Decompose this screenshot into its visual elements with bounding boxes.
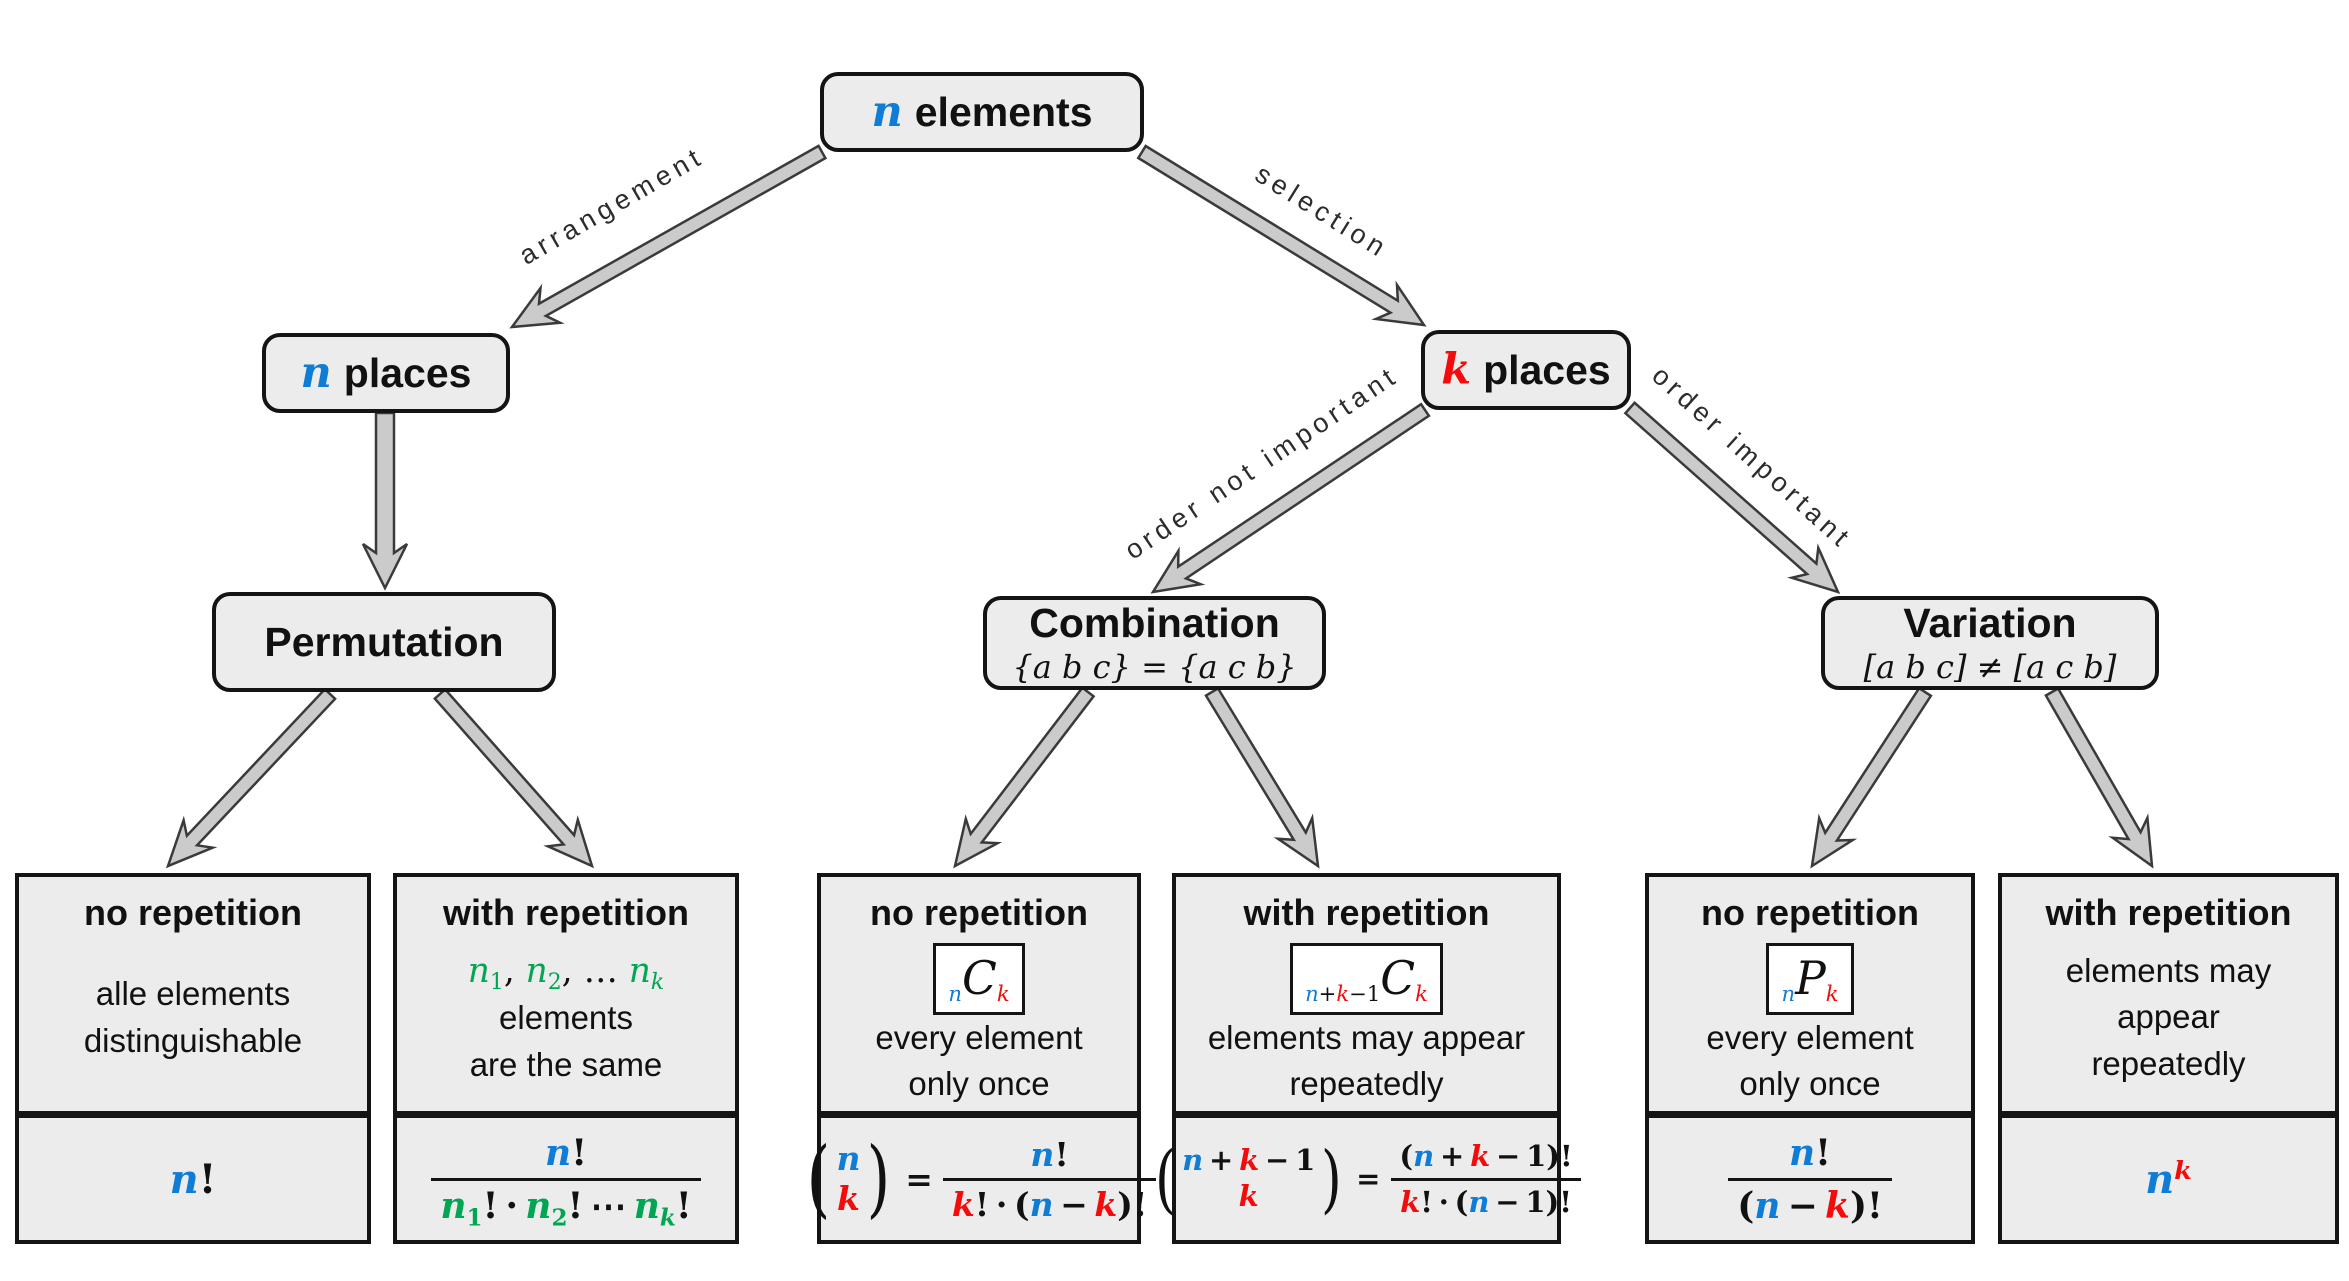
formula-multinomial: n!n1! · n2! ⋯ nk! [397,1118,735,1240]
node-label: places [1483,347,1611,393]
node-title: n places [301,348,472,398]
formula-n-power-k: nk [2145,1155,2192,1203]
node-title: k places [1441,345,1610,395]
leaf-title: with repetition [1243,892,1490,933]
formula-falling-factorial: n!(n − k)! [1649,1118,1971,1240]
node-label: places [343,350,472,396]
node-label: elements [914,89,1093,135]
variable-n: n [300,348,332,398]
node-title: Variation [1903,600,2077,646]
node-title: Permutation [264,618,504,665]
variable-k: k [1441,345,1472,395]
leaf-title: no repetition [1701,892,1919,933]
flow-arrow [1810,686,1933,869]
flow-arrow [2044,686,2154,869]
flow-arrow [433,687,595,869]
tuple-inequality-note: [a b c] ≠ [a c b] [1863,648,2117,686]
flow-arrow [1623,401,1841,595]
flow-arrow [1204,686,1320,869]
node-combination: Combination {a b c} = {a c b} [983,596,1326,690]
node-title: Combination [1029,600,1280,646]
set-equality-note: {a b c} = {a c b} [1012,648,1297,686]
flow-arrow [509,144,828,329]
leaf-description-section: with repetition n+k−1Ck elements may app… [1176,877,1557,1118]
node-permutation: Permutation [212,592,556,692]
node-title: n elements [871,87,1092,137]
leaf-combination-with-repetition: with repetition n+k−1Ck elements may app… [1155,873,1581,1244]
leaf-title: with repetition [2045,892,2292,933]
node-n-elements: n elements [820,72,1144,152]
flow-arrow [1150,402,1431,594]
formula-n-factorial: n! [169,1155,217,1203]
node-k-places: k places [1421,330,1631,410]
notation-badge-nPk: nPk [1766,942,1854,1015]
leaf-title: no repetition [84,892,302,933]
flow-arrow [1136,144,1427,327]
leaf-title: no repetition [870,892,1088,933]
leaf-title: with repetition [443,892,689,933]
node-n-places: n places [262,333,510,413]
flow-arrow [361,411,409,591]
node-variation: Variation [a b c] ≠ [a c b] [1821,596,2159,690]
notation-badge-n+k-1Ck: n+k−1Ck [1290,942,1443,1015]
flow-arrow [953,685,1096,869]
flow-arrow [165,687,337,869]
variable-n: n [871,87,903,137]
notation-badge-nCk: nCk [933,942,1025,1015]
